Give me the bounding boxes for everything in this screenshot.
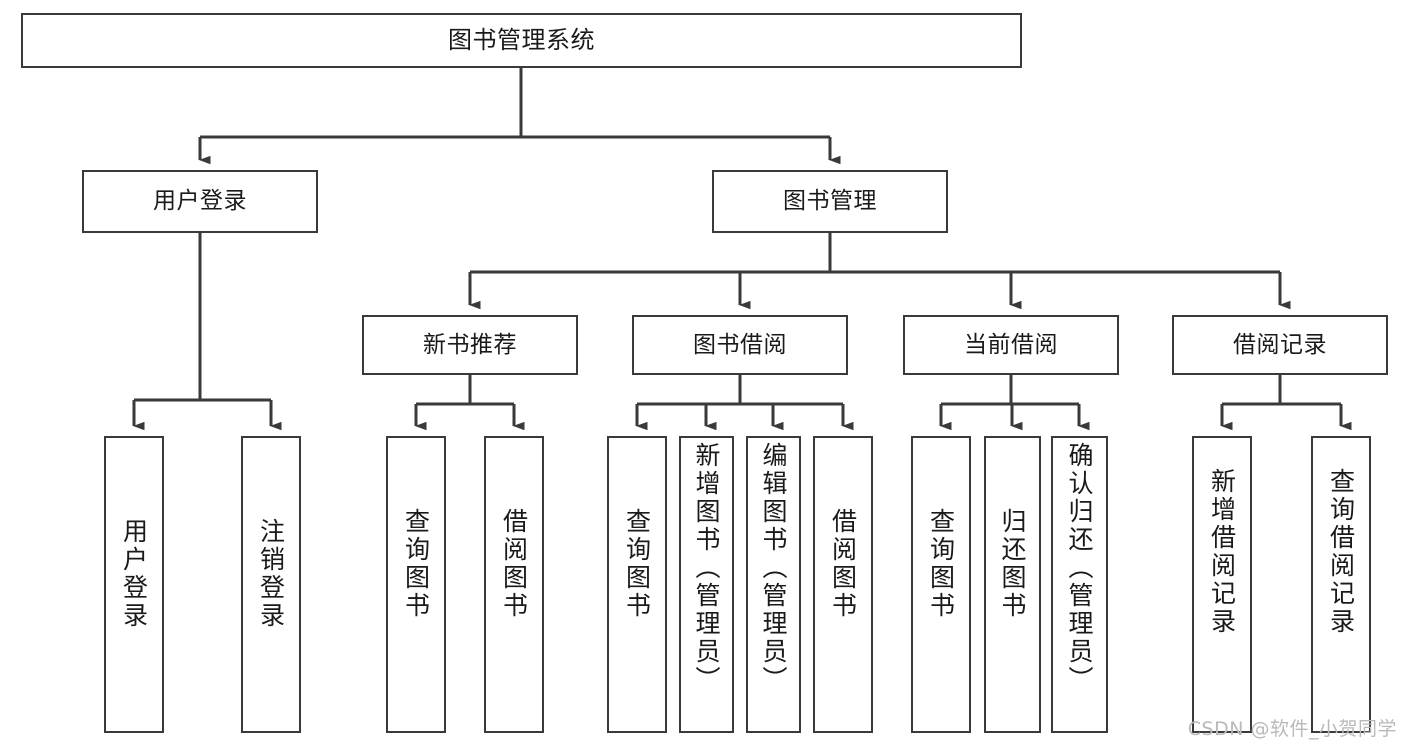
node-leaf-query-book-1-label: 查询图书 — [401, 508, 431, 620]
node-current-borrow[interactable]: 当前借阅 — [903, 315, 1119, 375]
node-borrow-record-label: 借阅记录 — [1233, 331, 1327, 358]
node-new-book-recommend-label: 新书推荐 — [423, 331, 517, 358]
node-user-login-label: 用户登录 — [153, 188, 247, 215]
node-leaf-query-book-3[interactable]: 查询图书 — [911, 436, 971, 733]
node-book-manage-label: 图书管理 — [783, 188, 877, 215]
node-leaf-query-book-1[interactable]: 查询图书 — [386, 436, 446, 733]
node-leaf-query-borrow-record[interactable]: 查询借阅记录 — [1311, 436, 1371, 733]
node-root[interactable]: 图书管理系统 — [21, 13, 1022, 68]
node-leaf-query-book-2-label: 查询图书 — [622, 508, 652, 620]
node-leaf-confirm-return-admin[interactable]: 确认归还（管理员） — [1051, 436, 1108, 733]
node-leaf-logout[interactable]: 注销登录 — [241, 436, 301, 733]
csdn-watermark: CSDN @软件_小贺同学 — [1187, 718, 1397, 740]
node-leaf-user-login[interactable]: 用户登录 — [104, 436, 164, 733]
node-new-book-recommend[interactable]: 新书推荐 — [362, 315, 578, 375]
node-leaf-query-book-2[interactable]: 查询图书 — [607, 436, 667, 733]
node-leaf-borrow-book-1-label: 借阅图书 — [499, 508, 529, 620]
node-leaf-add-book-admin[interactable]: 新增图书（管理员） — [679, 436, 734, 733]
node-leaf-borrow-book-2-label: 借阅图书 — [828, 508, 858, 620]
node-leaf-add-borrow-record[interactable]: 新增借阅记录 — [1192, 436, 1252, 733]
node-leaf-add-borrow-record-label: 新增借阅记录 — [1207, 468, 1237, 636]
node-book-borrow-label: 图书借阅 — [693, 331, 787, 358]
node-leaf-edit-book-admin[interactable]: 编辑图书（管理员） — [746, 436, 801, 733]
node-leaf-borrow-book-2[interactable]: 借阅图书 — [813, 436, 873, 733]
node-leaf-query-borrow-record-label: 查询借阅记录 — [1326, 468, 1356, 636]
node-leaf-add-book-admin-label: 新增图书（管理员） — [692, 442, 721, 694]
node-leaf-return-book-label: 归还图书 — [998, 508, 1027, 620]
node-root-label: 图书管理系统 — [448, 25, 595, 54]
node-leaf-confirm-return-admin-label: 确认归还（管理员） — [1065, 442, 1094, 694]
node-leaf-borrow-book-1[interactable]: 借阅图书 — [484, 436, 544, 733]
node-book-manage[interactable]: 图书管理 — [712, 170, 948, 233]
node-leaf-return-book[interactable]: 归还图书 — [984, 436, 1041, 733]
node-leaf-logout-label: 注销登录 — [256, 518, 286, 630]
node-borrow-record[interactable]: 借阅记录 — [1172, 315, 1388, 375]
node-leaf-user-login-label: 用户登录 — [119, 518, 149, 630]
node-leaf-query-book-3-label: 查询图书 — [926, 508, 956, 620]
node-user-login[interactable]: 用户登录 — [82, 170, 318, 233]
node-current-borrow-label: 当前借阅 — [964, 331, 1058, 358]
node-book-borrow[interactable]: 图书借阅 — [632, 315, 848, 375]
node-leaf-edit-book-admin-label: 编辑图书（管理员） — [759, 442, 788, 694]
